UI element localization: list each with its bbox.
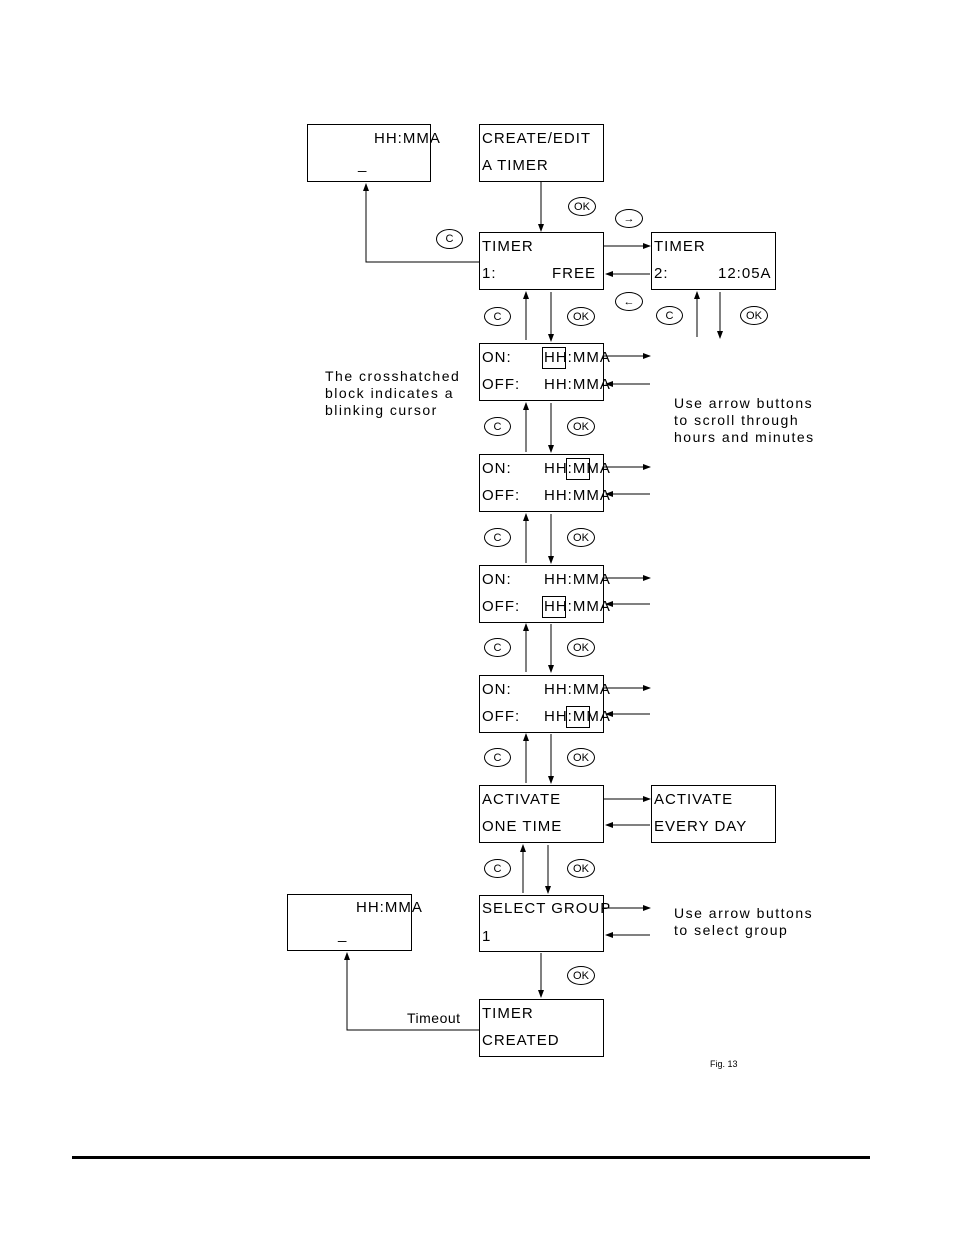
- display-line-2a: 1:: [482, 265, 497, 282]
- display-create-edit-timer: CREATE/EDIT A TIMER: [479, 124, 604, 182]
- ok-button[interactable]: OK: [567, 528, 595, 547]
- figure-label: Fig. 13: [710, 1059, 738, 1069]
- display-timer-created: TIMER CREATED: [479, 999, 604, 1057]
- display-line-2b: HH:MMA: [544, 708, 611, 725]
- cancel-button[interactable]: C: [484, 307, 511, 326]
- display-on-minutes: ON: HH:MMA OFF: HH:MMA: [479, 454, 610, 512]
- cancel-button[interactable]: C: [436, 229, 463, 249]
- display-line-2: _: [358, 156, 368, 173]
- cancel-button[interactable]: C: [484, 638, 511, 657]
- display-line-1b: HH:MMA: [544, 349, 611, 366]
- display-line-2a: 2:: [654, 265, 669, 282]
- ok-button[interactable]: OK: [567, 748, 595, 767]
- display-line-1b: HH:MMA: [544, 460, 611, 477]
- display-line-1: HH:MMA: [356, 899, 423, 916]
- cancel-button[interactable]: C: [484, 748, 511, 767]
- display-line-2b: HH:MMA: [544, 487, 611, 504]
- display-line-1b: HH:MMA: [544, 571, 611, 588]
- blinking-cursor: [542, 596, 566, 618]
- display-line-2b: 12:05A: [718, 265, 772, 282]
- cancel-button[interactable]: C: [484, 859, 511, 878]
- display-activate-every-day: ACTIVATE EVERY DAY: [651, 785, 776, 843]
- display-line-2: _: [338, 926, 348, 943]
- arrow-left-icon: ←: [623, 295, 635, 308]
- display-line-2: A TIMER: [482, 157, 549, 174]
- display-timer-2: TIMER 2: 12:05A: [651, 232, 776, 290]
- scroll-hours-minutes-note: Use arrow buttons to scroll through hour…: [674, 395, 815, 445]
- ok-button[interactable]: OK: [568, 197, 596, 216]
- display-line-1: ACTIVATE: [654, 791, 734, 808]
- ok-button[interactable]: OK: [567, 417, 595, 436]
- display-off-minutes: ON: HH:MMA OFF: HH:MMA: [479, 675, 610, 733]
- display-line-2: EVERY DAY: [654, 818, 748, 835]
- cancel-button[interactable]: C: [656, 306, 683, 325]
- display-line-1: CREATE/EDIT: [482, 130, 592, 147]
- blinking-cursor: [566, 458, 590, 480]
- display-line-2b: FREE: [552, 265, 597, 282]
- blinking-cursor: [566, 706, 590, 728]
- down-arrow-button[interactable]: →: [615, 209, 643, 228]
- ok-button[interactable]: OK: [567, 859, 595, 878]
- display-line-1: HH:MMA: [374, 130, 441, 147]
- display-line-2b: HH:MMA: [544, 598, 611, 615]
- ok-button[interactable]: OK: [567, 966, 595, 985]
- cursor-note: The crosshatched block indicates a blink…: [325, 368, 461, 418]
- select-group-note: Use arrow buttons to select group: [674, 905, 814, 938]
- display-line-2a: OFF:: [482, 598, 521, 615]
- display-home-top: HH:MMA _: [307, 124, 440, 182]
- display-line-1: TIMER: [482, 238, 534, 255]
- display-on-hours: ON: HH:MMA OFF: HH:MMA: [479, 343, 610, 401]
- ok-button[interactable]: OK: [567, 307, 595, 326]
- display-line-2: CREATED: [482, 1032, 560, 1049]
- page-divider: [72, 1156, 870, 1159]
- ok-button[interactable]: OK: [567, 638, 595, 657]
- display-activate-one-time: ACTIVATE ONE TIME: [479, 785, 604, 843]
- display-line-1a: ON:: [482, 349, 512, 366]
- display-line-1: SELECT GROUP: [482, 900, 612, 917]
- display-line-1: TIMER: [654, 238, 706, 255]
- display-line-1a: ON:: [482, 571, 512, 588]
- display-line-2: ONE TIME: [482, 818, 563, 835]
- arrow-right-icon: →: [623, 212, 635, 225]
- cancel-button[interactable]: C: [484, 417, 511, 436]
- display-timer-1: TIMER 1: FREE: [479, 232, 604, 290]
- cancel-button[interactable]: C: [484, 528, 511, 547]
- display-line-1a: ON:: [482, 460, 512, 477]
- display-line-1b: HH:MMA: [544, 681, 611, 698]
- ok-button[interactable]: OK: [740, 306, 768, 325]
- display-line-2: 1: [482, 928, 492, 945]
- display-line-1: TIMER: [482, 1005, 534, 1022]
- display-line-2b: HH:MMA: [544, 376, 611, 393]
- blinking-cursor: [542, 347, 566, 369]
- display-line-2a: OFF:: [482, 708, 521, 725]
- timeout-label: Timeout: [407, 1010, 461, 1026]
- display-line-2a: OFF:: [482, 487, 521, 504]
- display-line-1: ACTIVATE: [482, 791, 562, 808]
- display-line-2a: OFF:: [482, 376, 521, 393]
- display-home-bottom: HH:MMA _: [287, 894, 422, 951]
- display-select-group: SELECT GROUP 1: [479, 895, 610, 952]
- display-off-hours: ON: HH:MMA OFF: HH:MMA: [479, 565, 610, 623]
- display-line-1a: ON:: [482, 681, 512, 698]
- up-arrow-button[interactable]: ←: [615, 292, 643, 311]
